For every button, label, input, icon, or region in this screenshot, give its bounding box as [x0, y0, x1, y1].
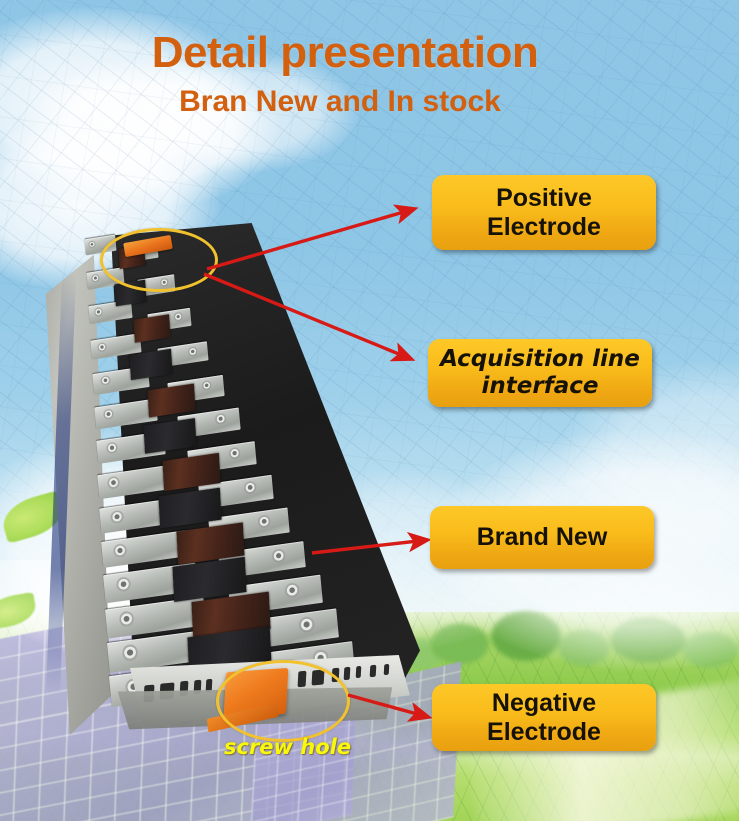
screw-hole-slot	[383, 663, 390, 676]
callout-line: Negative	[491, 688, 597, 717]
callout-line: Positive	[496, 183, 592, 212]
callout-line: Brand New	[476, 523, 608, 551]
cell-vent-icon	[105, 442, 117, 455]
highlight-ellipse-screw-hole	[216, 660, 350, 742]
cell-vent-icon	[97, 341, 107, 351]
cell-vent-icon	[102, 408, 114, 420]
cell-vent-icon	[100, 375, 110, 386]
cell-vent-icon	[187, 346, 197, 356]
cell-vent-icon	[121, 644, 138, 661]
page-subtitle: Bran New and In stock	[179, 85, 501, 118]
cell-vent-icon	[201, 380, 212, 391]
screw-hole-slot	[343, 666, 351, 681]
cell-vent-icon	[257, 515, 271, 529]
cell-vent-icon	[89, 240, 96, 248]
callout-line: Acquisition line	[440, 346, 640, 373]
cell-vent-icon	[299, 616, 315, 632]
screw-hole-label: screw hole	[224, 735, 352, 759]
cell-vent-icon	[94, 308, 103, 317]
cell-vent-icon	[215, 413, 227, 425]
cell-vent-icon	[119, 610, 134, 627]
cell-vent-icon	[116, 577, 131, 592]
screw-hole-slot	[369, 664, 377, 678]
cell-vent-icon	[113, 543, 127, 558]
battery-module-image	[40, 215, 420, 745]
callout-label: Brand New	[477, 523, 608, 552]
callout-brand-new: Brand New	[430, 506, 654, 569]
cell-vent-icon	[108, 476, 121, 489]
callout-line: interface	[481, 373, 599, 399]
cell-vent-icon	[174, 312, 183, 322]
page-title: Detail presentation	[151, 28, 539, 77]
highlight-ellipse-positive-electrode	[100, 228, 218, 292]
callout-line: Electrode	[487, 717, 601, 746]
cell-vent-icon	[271, 548, 285, 563]
cell-vent-icon	[92, 274, 100, 283]
cell-vent-icon	[243, 481, 256, 494]
screw-hole-slot	[355, 665, 362, 679]
callout-line: Electrode	[487, 212, 601, 241]
cell-vent-icon	[229, 447, 241, 460]
cell-vent-icon	[285, 582, 300, 598]
cell-vent-icon	[111, 509, 124, 523]
